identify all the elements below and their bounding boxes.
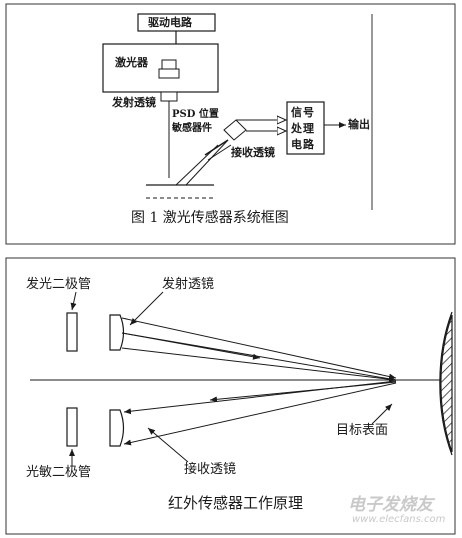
watermark-logo-text: 电子发烧友 bbox=[348, 495, 433, 515]
figure2-caption: 红外传感器工作原理 bbox=[168, 494, 304, 512]
watermark-url: www.elecfans.com bbox=[352, 514, 446, 525]
emit-lens-shape bbox=[109, 314, 125, 351]
emitted-ray-continue bbox=[121, 332, 397, 381]
reflected-ray-mid bbox=[209, 381, 397, 403]
laser-label: 激光器 bbox=[115, 56, 148, 69]
receive-lens-label-2: 接收透镜 bbox=[184, 462, 237, 477]
emitted-ray-bottom bbox=[121, 347, 397, 383]
laser-body bbox=[158, 68, 180, 79]
laser-housing-box bbox=[102, 43, 219, 93]
figure2-frame bbox=[5, 257, 456, 535]
psd-device bbox=[223, 119, 247, 141]
emitted-ray-top bbox=[121, 317, 397, 380]
emit-lens-leader bbox=[129, 291, 164, 326]
emitter-diode-label: 发光二极管 bbox=[26, 277, 92, 292]
receiver-diode-label: 光敏二极管 bbox=[26, 465, 92, 480]
target-surface-shape bbox=[440, 314, 453, 453]
figure1-caption: 图 1 激光传感器系统框图 bbox=[131, 210, 289, 226]
emitter-diode-leader bbox=[70, 291, 77, 311]
psd-label-line2: 敏感器件 bbox=[172, 123, 212, 134]
emit-lens-element bbox=[160, 91, 178, 102]
target-surface-label: 目标表面 bbox=[336, 423, 389, 438]
receiver-diode-element bbox=[66, 407, 78, 447]
figure1-frame bbox=[5, 3, 456, 245]
reflected-ray-bottom bbox=[123, 382, 397, 446]
reflected-beam-2 bbox=[185, 139, 229, 186]
output-label: 输出 bbox=[348, 118, 370, 131]
receive-lens-leader bbox=[147, 427, 189, 463]
receive-lens-element-2 bbox=[207, 144, 232, 161]
receive-lens-shape bbox=[109, 409, 125, 447]
drive-circuit-label: 驱动电路 bbox=[148, 16, 192, 29]
emit-lens-label-2: 发射透镜 bbox=[162, 277, 215, 292]
receive-lens-element bbox=[204, 139, 229, 156]
emit-lens-label: 发射透镜 bbox=[112, 96, 156, 109]
laser-component bbox=[161, 59, 177, 70]
target-surface-edge bbox=[439, 311, 453, 456]
emitter-diode-element bbox=[66, 312, 78, 352]
receive-lens-label: 接收透镜 bbox=[231, 146, 275, 159]
signal-processor-label: 信号处理电路 bbox=[291, 106, 315, 151]
signal-processor-box bbox=[286, 101, 325, 155]
target-surface-leader bbox=[371, 403, 393, 425]
psd-label-line1: PSD 位置 bbox=[172, 109, 219, 120]
